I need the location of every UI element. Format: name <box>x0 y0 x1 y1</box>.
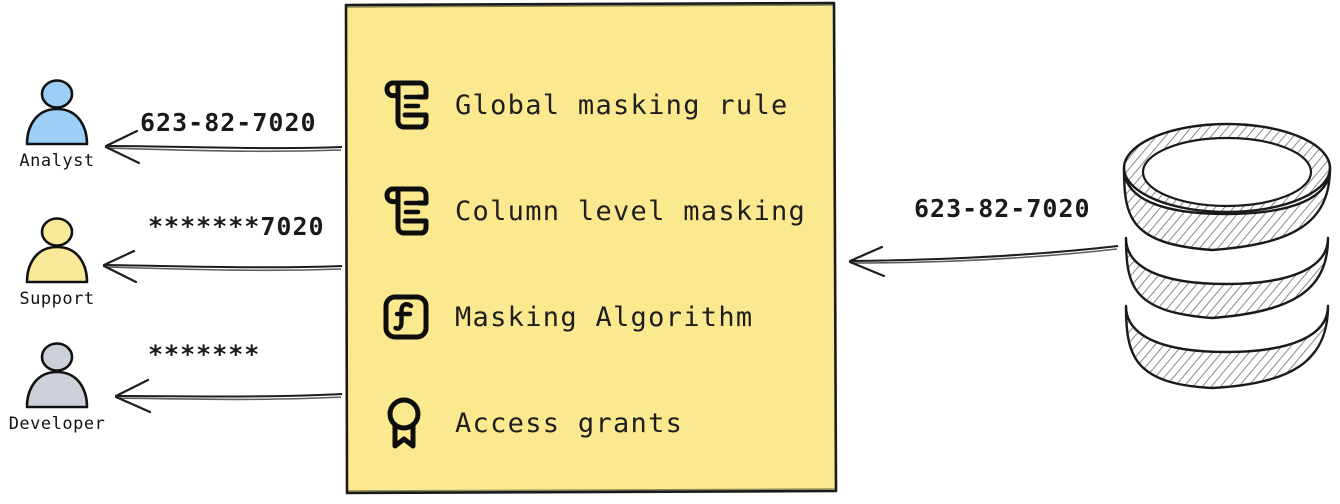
actor-label: Analyst <box>19 151 95 171</box>
policy-item-masking-algorithm[interactable]: Masking Algorithm <box>379 264 819 370</box>
policy-label: Access grants <box>455 407 684 439</box>
flow-label-support: *******7020 <box>148 212 325 241</box>
actor-support[interactable]: Support <box>2 216 112 309</box>
database-cylinder-icon <box>1122 122 1332 390</box>
scroll-icon <box>379 180 435 242</box>
policy-label: Masking Algorithm <box>455 301 754 333</box>
function-icon <box>379 286 435 348</box>
arrow-to-developer <box>114 378 343 414</box>
arrow-to-support <box>102 249 343 284</box>
policy-list: Global masking rule Column level masking… <box>379 52 819 476</box>
actor-developer[interactable]: Developer <box>2 341 112 434</box>
actor-analyst[interactable]: Analyst <box>2 78 112 171</box>
policy-label: Global masking rule <box>455 89 789 121</box>
actor-label: Support <box>19 289 95 309</box>
actor-label: Developer <box>8 414 106 434</box>
person-icon <box>25 342 89 409</box>
policy-item-column-level-masking[interactable]: Column level masking <box>379 158 819 264</box>
flow-label-developer: ******* <box>148 340 261 369</box>
policy-panel-outline <box>344 1 838 495</box>
person-icon <box>25 217 89 284</box>
policy-item-access-grants[interactable]: Access grants <box>379 370 819 476</box>
policy-label: Column level masking <box>455 195 807 227</box>
award-icon <box>379 392 435 454</box>
person-icon <box>25 79 89 146</box>
policy-item-global-masking-rule[interactable]: Global masking rule <box>379 52 819 158</box>
arrow-to-analyst <box>104 129 343 165</box>
scroll-icon <box>379 74 435 136</box>
arrow-db-to-panel <box>848 245 1119 278</box>
flow-label-database: 623-82-7020 <box>914 194 1091 223</box>
flow-label-analyst: 623-82-7020 <box>140 108 317 137</box>
